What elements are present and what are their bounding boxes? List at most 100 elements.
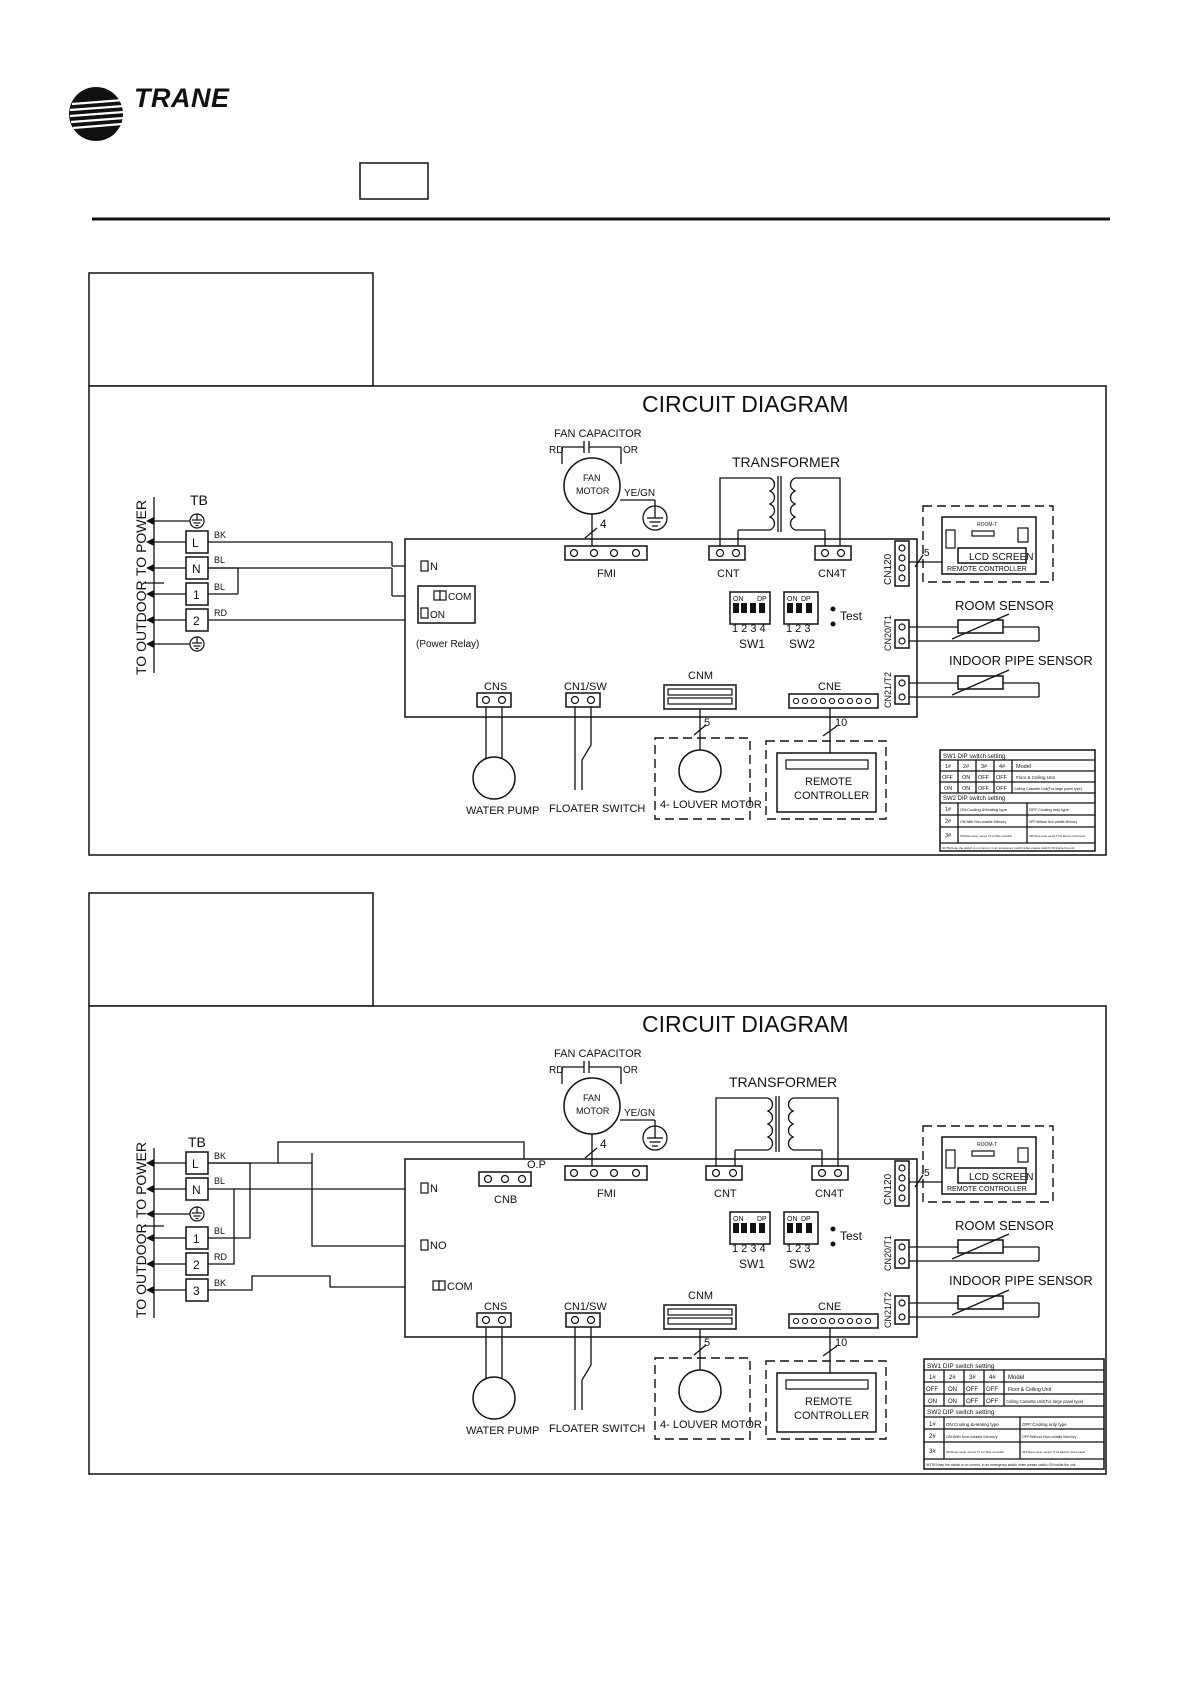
t1-r2-c4: Ceiling Cassette Unit(For large panel ty… bbox=[1014, 787, 1082, 791]
fan-capacitor-label-2: FAN CAPACITOR bbox=[554, 1048, 642, 1060]
lcd-remote-label-1: REMOTE CONTROLLER bbox=[947, 566, 1027, 573]
table-sw1-title-2: SW1 DIP switch setting bbox=[927, 1363, 995, 1370]
cne-count-1: 10 bbox=[835, 717, 847, 729]
t1-r2-c2: OFF bbox=[978, 786, 990, 792]
pipe-sensor-label-1: INDOOR PIPE SENSOR bbox=[949, 653, 1093, 668]
lcd-screen-1 bbox=[957, 547, 1027, 564]
water-pump-label-1: WATER PUMP bbox=[466, 805, 539, 817]
room-t-label-2: ROOM-T bbox=[977, 1142, 997, 1148]
terminal-2-label-1: 2 bbox=[193, 614, 200, 628]
header-box bbox=[359, 162, 429, 200]
t2-r0-c1: ON:Cooling &Heating type bbox=[960, 807, 1008, 812]
cn4t-label-1: CN4T bbox=[818, 568, 847, 580]
t3-r2-c2: OFF bbox=[966, 1399, 978, 1405]
sw2-dp-2: DP bbox=[801, 1216, 811, 1223]
t4-r1-c2: OFF:Without Non-volatile Memory bbox=[1022, 1435, 1077, 1439]
to-power-label-1: TO POWER bbox=[133, 500, 149, 576]
lcd-screen-label-2: LCD SCREEN bbox=[969, 1172, 1033, 1183]
pcb-board-1 bbox=[404, 538, 918, 718]
water-pump-label-2: WATER PUMP bbox=[466, 1425, 539, 1437]
t2-r2-c0: 3# bbox=[945, 833, 952, 839]
to-outdoor-label-2: TO OUTDOOR bbox=[133, 1223, 149, 1318]
to-outdoor-label-1: TO OUTDOOR bbox=[133, 580, 149, 675]
table-note-1: NOTE:Keep the switch is on current, in a… bbox=[942, 846, 1074, 850]
sw1-label-2: SW1 bbox=[739, 1257, 765, 1271]
brand-logo: TRANE bbox=[69, 83, 230, 141]
lcd-remote-controller-1 bbox=[941, 516, 1037, 575]
room-t-label-1: ROOM-T bbox=[977, 522, 997, 528]
terminal-1-label-2: 1 bbox=[193, 1232, 200, 1246]
sw1-on-2: ON bbox=[733, 1216, 744, 1223]
cne-label-1: CNE bbox=[818, 681, 841, 693]
terminal-n-label-1: N bbox=[192, 562, 201, 576]
wire-bl-label-2b: BL bbox=[214, 1226, 225, 1236]
relay-n-1: N bbox=[430, 561, 438, 573]
cnm-count-2: 5 bbox=[704, 1337, 710, 1349]
pipe-sensor-label-2: INDOOR PIPE SENSOR bbox=[949, 1273, 1093, 1288]
tb-label-1: TB bbox=[190, 492, 208, 508]
cn120-label-2: CN120 bbox=[883, 1173, 894, 1205]
cnt-label-2: CNT bbox=[714, 1188, 737, 1200]
cns-label-1: CNS bbox=[484, 681, 507, 693]
terminal-3-label-2: 3 bbox=[193, 1284, 200, 1298]
fan-motor-text-b-1: MOTOR bbox=[576, 486, 610, 496]
sw2-on-2: ON bbox=[787, 1216, 798, 1223]
t3-r0-c0: 1# bbox=[929, 1375, 936, 1381]
t4-r2-c1: ON:Room temp. sensor T1 for Wire control… bbox=[946, 1450, 1004, 1454]
sw1-label-1: SW1 bbox=[739, 637, 765, 651]
sw2-label-2: SW2 bbox=[789, 1257, 815, 1271]
t2-r1-c1: ON:With Non-volatile Memory bbox=[960, 820, 1007, 824]
sw1-dip-1: ON DP 1 2 3 4 SW1 bbox=[729, 591, 771, 651]
sw2-dip-2: ON DP 1 2 3 SW2 bbox=[783, 1211, 819, 1271]
wire-bl-label-1b: BL bbox=[214, 582, 225, 592]
cap-or-2: OR bbox=[623, 1065, 638, 1076]
t1-r1-c0: OFF bbox=[942, 775, 954, 781]
ye-gn-label-2: YE/GN bbox=[624, 1108, 655, 1119]
t3-r0-c4: Model bbox=[1008, 1375, 1024, 1381]
ye-gn-label-1: YE/GN bbox=[624, 488, 655, 499]
wire-rd-label-1: RD bbox=[214, 608, 227, 618]
t4-r2-c0: 3# bbox=[929, 1449, 936, 1455]
t3-r2-c0: ON bbox=[928, 1399, 937, 1405]
terminal-1-label-1: 1 bbox=[193, 588, 200, 602]
cn120-label-1: CN120 bbox=[883, 553, 894, 585]
cap-rd-2: RD bbox=[549, 1065, 563, 1076]
lcd-remote-dashed-1 bbox=[922, 505, 1054, 583]
lcd-pin-count-1: 5 bbox=[924, 548, 930, 559]
fmi-count-1: 4 bbox=[600, 517, 607, 531]
t3-r1-c3: OFF bbox=[986, 1387, 998, 1393]
sw2-on-1: ON bbox=[787, 596, 798, 603]
wire-rd-label-2: RD bbox=[214, 1252, 227, 1262]
t4-r2-c2: OFF:Room temp. sensor T1 for Electric co… bbox=[1022, 1450, 1085, 1454]
wire-bl-label-1a: BL bbox=[214, 555, 225, 565]
cn20t1-label-2: CN20/T1 bbox=[883, 1235, 893, 1271]
t2-r2-c2: OFF:Room temp. sensor T1 for Electric co… bbox=[1029, 835, 1085, 838]
cn4t-label-2: CN4T bbox=[815, 1188, 844, 1200]
transformer-label-2: TRANSFORMER bbox=[729, 1074, 837, 1090]
cne-label-2: CNE bbox=[818, 1301, 841, 1313]
sw2-nums-1: 1 2 3 bbox=[786, 623, 810, 635]
relay-no-2: NO bbox=[430, 1240, 447, 1252]
cnm-label-1: CNM bbox=[688, 670, 713, 682]
lcd-screen-label-1: LCD SCREEN bbox=[969, 552, 1033, 563]
to-power-label-2: TO POWER bbox=[133, 1142, 149, 1218]
terminal-l-label-2: L bbox=[192, 1157, 199, 1171]
brand-name: TRANE bbox=[134, 83, 230, 113]
louver-motor-dashed-2 bbox=[654, 1357, 751, 1440]
relay-n-2: N bbox=[430, 1183, 438, 1195]
dip-settings-table-2: SW1 DIP switch setting 1# 2# 3# 4# Model… bbox=[923, 1358, 1105, 1470]
t4-r1-c0: 2# bbox=[929, 1434, 936, 1440]
cn21t2-label-1: CN21/T2 bbox=[883, 672, 893, 708]
t1-r1-c2: OFF bbox=[978, 775, 990, 781]
t1-r0-c2: 3# bbox=[981, 764, 988, 770]
sw1-nums-1: 1 2 3 4 bbox=[732, 623, 766, 635]
t3-r0-c1: 2# bbox=[949, 1375, 956, 1381]
louver-motor-1 bbox=[678, 749, 722, 793]
terminal-l-label-1: L bbox=[192, 536, 199, 550]
wire-bk-label-2a: BK bbox=[214, 1151, 226, 1161]
t1-r0-c3: 4# bbox=[999, 764, 1006, 770]
t3-r0-c3: 4# bbox=[989, 1375, 996, 1381]
diagram-title-1: CIRCUIT DIAGRAM bbox=[642, 391, 849, 417]
t1-r1-c3: OFF bbox=[996, 775, 1008, 781]
t1-r0-c0: 1# bbox=[945, 764, 952, 770]
